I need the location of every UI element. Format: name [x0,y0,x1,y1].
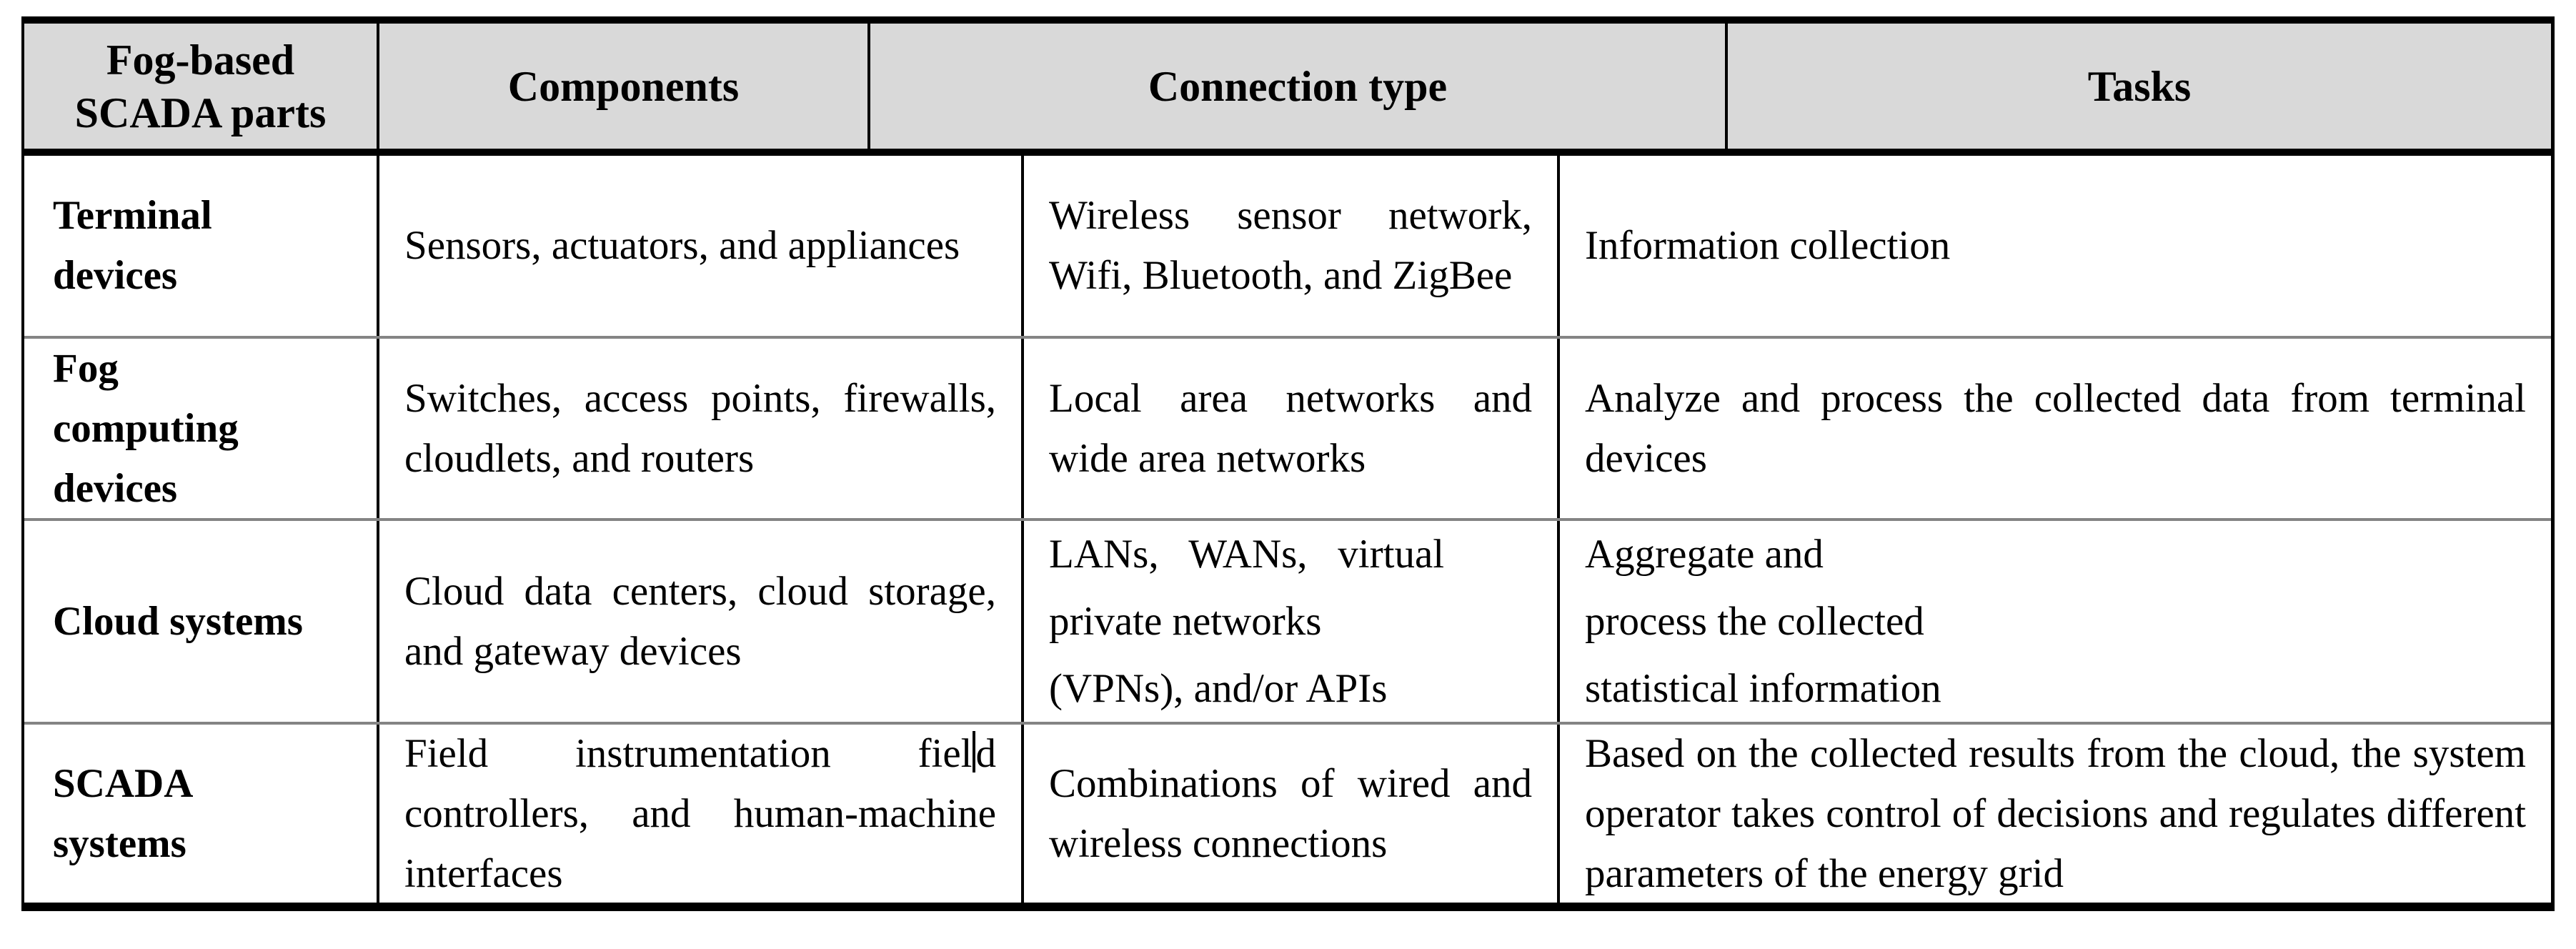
header-connection-type: Connection type [867,24,1725,149]
connection-text: Local area networks and wide area networ… [1049,375,1532,481]
components-text-before-cursor: Field instrumentation fiel [404,730,973,776]
connection-line: (VPNs), and/or APIs [1049,665,1388,711]
tasks-text: Analyze and process the collected data f… [1585,375,2526,481]
components-text-after-cursor: d controllers, and human-machine interfa… [404,730,996,896]
cell-components: Field instrumentation field controllers,… [377,725,1021,903]
fog-scada-table: Fog-based SCADA parts Components Connect… [21,16,2555,911]
cell-part-label: Terminal devices [24,156,377,336]
cell-components: Cloud data centers, cloud storage, and g… [377,521,1021,722]
tasks-line: Aggregate and [1585,531,1824,577]
header-tasks: Tasks [1725,24,2551,149]
cell-part-label: SCADA systems [24,725,377,903]
connection-line: private networks [1049,598,1322,644]
cell-components: Sensors, actuators, and appliances [377,156,1021,336]
tasks-line: statistical information [1585,665,1941,711]
part-label-text: Terminal devices [53,193,212,298]
connection-text: Wireless sensor network, Wifi, Bluetooth… [1049,193,1532,298]
row-cloud-systems: Cloud systems Cloud data centers, cloud … [24,518,2551,722]
cell-tasks: Based on the collected results from the … [1557,725,2551,903]
text-cursor [972,730,975,772]
header-components: Components [377,24,867,149]
tasks-line: process the collected [1585,598,1924,644]
cell-tasks: Analyze and process the collected data f… [1557,339,2551,518]
cell-connection-type: Local area networks and wide area networ… [1021,339,1557,518]
connection-text: LANs, WANs, virtual private networks (VP… [1049,521,1532,722]
cell-part-label: Cloud systems [24,521,377,722]
cell-connection-type: Wireless sensor network, Wifi, Bluetooth… [1021,156,1557,336]
components-text: Cloud data centers, cloud storage, and g… [404,568,996,674]
header-fog-based-scada-parts: Fog-based SCADA parts [74,36,327,136]
tasks-text: Based on the collected results from the … [1585,730,2526,896]
part-label-text: Cloud systems [53,598,303,644]
cell-connection-type: LANs, WANs, virtual private networks (VP… [1021,521,1557,722]
components-text: Field instrumentation field controllers,… [404,725,996,903]
components-text: Sensors, actuators, and appliances [404,223,960,268]
cell-tasks: Aggregate and process the collected stat… [1557,521,2551,722]
tasks-text: Information collection [1585,223,1951,268]
connection-text: Combinations of wired and wireless conne… [1049,760,1532,866]
row-fog-computing-devices: Fog computing devices Switches, access p… [24,336,2551,518]
cell-part-label: Fog computing devices [24,339,377,518]
connection-line: LANs, WANs, virtual [1049,531,1445,577]
part-label-text: SCADA systems [53,760,194,866]
components-text: Switches, access points, firewalls, clou… [404,375,996,481]
cell-tasks: Information collection [1557,156,2551,336]
cell-components: Switches, access points, firewalls, clou… [377,339,1021,518]
part-label-text: Fog computing devices [53,345,239,511]
row-scada-systems: SCADA systems Field instrumentation fiel… [24,722,2551,903]
cell-connection-type: Combinations of wired and wireless conne… [1021,725,1557,903]
row-terminal-devices: Terminal devices Sensors, actuators, and… [24,156,2551,336]
table-header-row: Fog-based SCADA parts Components Connect… [24,24,2551,156]
tasks-text: Aggregate and process the collected stat… [1585,521,2526,722]
